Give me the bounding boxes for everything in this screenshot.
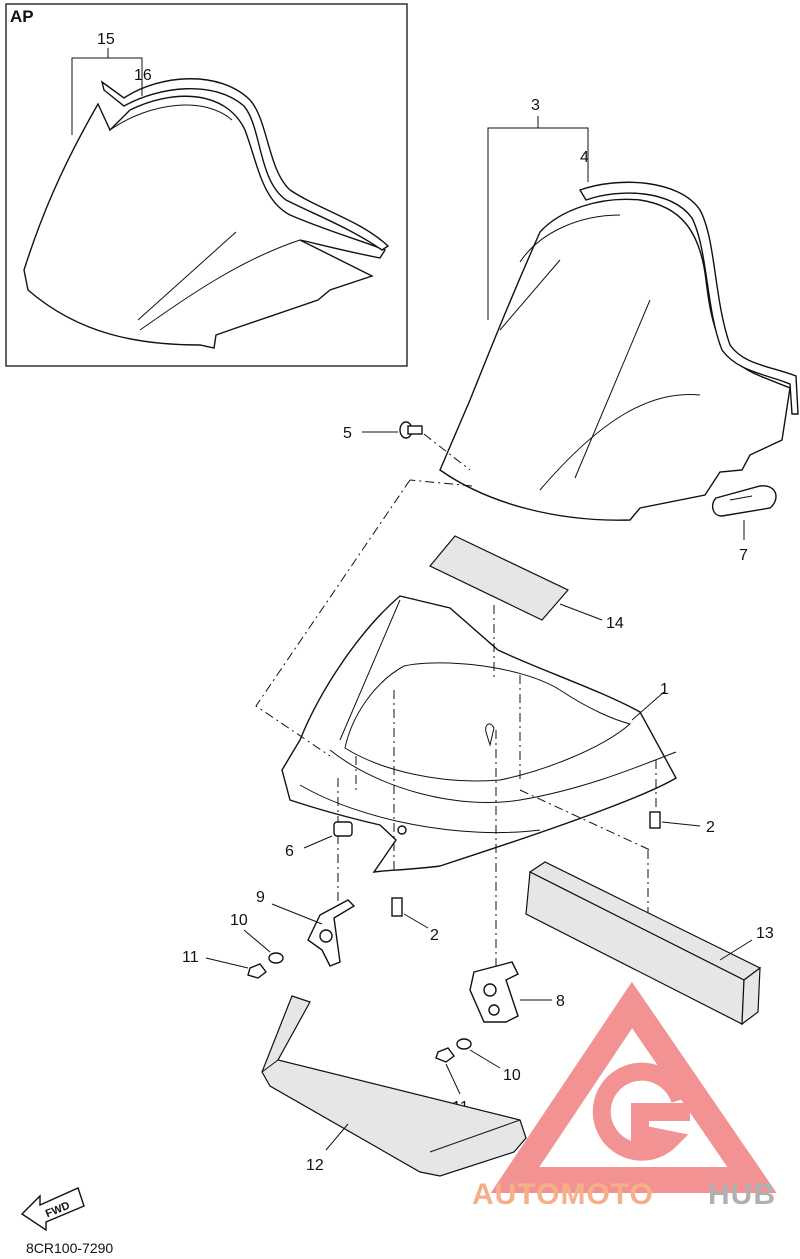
strip-13: 13 [525, 861, 774, 1026]
inset-label: AP [10, 7, 34, 26]
callout-9: 9 [256, 889, 265, 906]
clip-7: 7 [711, 485, 777, 564]
callout-12: 12 [306, 1157, 324, 1174]
bracket-9: 9 [256, 889, 356, 967]
callout-1: 1 [660, 681, 669, 698]
callout-6: 6 [285, 843, 294, 860]
callout-10-left: 10 [230, 912, 248, 929]
watermark-logo [490, 981, 777, 1193]
screw-2-right: 2 [649, 811, 715, 836]
diagram-code: 8CR100-7290 [26, 1240, 113, 1256]
callout-15: 15 [97, 31, 115, 48]
watermark-part2: HUB [708, 1178, 776, 1211]
callout-14: 14 [606, 615, 624, 632]
inset-ap: AP 15 16 [5, 3, 408, 367]
cowling-1: 1 [281, 595, 677, 873]
windshield-assembly: 3 4 [439, 97, 799, 521]
pad-14: 14 [429, 535, 624, 632]
fwd-arrow-icon: FWD [20, 1187, 85, 1232]
washer-10-right: 10 [456, 1038, 521, 1084]
windshield-trim [578, 181, 799, 415]
callout-2-lower: 2 [430, 927, 439, 944]
watermark-text: AUTOMOTO HUB [472, 1178, 776, 1211]
seal-12: 12 [261, 995, 527, 1177]
callout-5: 5 [343, 425, 352, 442]
bracket-8: 8 [469, 961, 565, 1023]
callout-3: 3 [531, 97, 540, 114]
callout-16: 16 [134, 67, 152, 84]
washer-10-left: 10 [230, 912, 284, 964]
inset-trim [100, 78, 390, 251]
callout-2-right: 2 [706, 819, 715, 836]
screw-5: 5 [343, 421, 471, 471]
watermark-part1: AUTOMOTO [472, 1178, 654, 1211]
windshield [439, 198, 791, 521]
collar-6: 6 [285, 821, 353, 860]
nut-11-left: 11 [182, 949, 267, 979]
callout-10-right: 10 [503, 1067, 521, 1084]
inset-windshield [23, 95, 387, 349]
callout-13: 13 [756, 925, 774, 942]
callout-8: 8 [556, 993, 565, 1010]
callout-4: 4 [580, 149, 589, 166]
callout-11-left: 11 [182, 949, 199, 966]
callout-7: 7 [739, 547, 748, 564]
screw-2-lower: 2 [391, 897, 439, 944]
assembly-lines [255, 479, 657, 970]
